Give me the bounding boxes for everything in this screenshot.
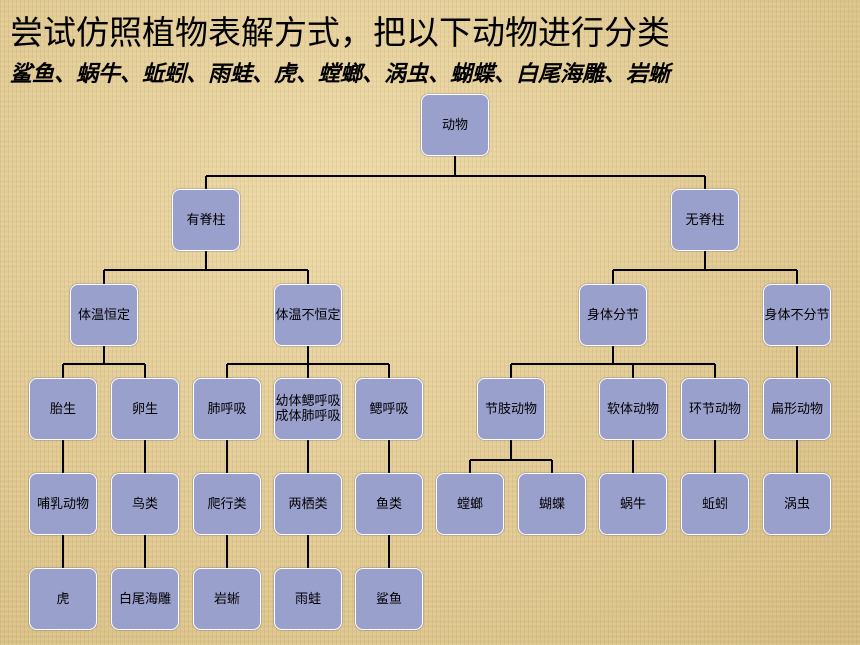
node-lung-breathing: 肺呼吸 [193, 378, 261, 440]
node-gill-breathing: 鳃呼吸 [355, 378, 423, 440]
node-flatworm: 扁形动物 [763, 378, 831, 440]
node-snail: 蜗牛 [599, 473, 667, 535]
node-annelid: 环节动物 [681, 378, 749, 440]
node-segmented-body: 身体分节 [579, 284, 647, 346]
node-reptile: 爬行类 [193, 473, 261, 535]
node-fish: 鱼类 [355, 473, 423, 535]
node-bird: 鸟类 [111, 473, 179, 535]
node-butterfly: 蝴蝶 [518, 473, 586, 535]
node-amphibian: 两栖类 [274, 473, 342, 535]
node-unsegmented-body: 身体不分节 [763, 284, 831, 346]
node-tiger: 虎 [29, 568, 97, 630]
page-title: 尝试仿照植物表解方式，把以下动物进行分类 [10, 13, 670, 52]
node-invertebrate: 无脊柱 [671, 189, 739, 251]
node-warm-blooded: 体温恒定 [70, 284, 138, 346]
node-earthworm: 蚯蚓 [681, 473, 749, 535]
node-mollusk: 软体动物 [599, 378, 667, 440]
node-vertebrate: 有脊柱 [172, 189, 240, 251]
node-cold-blooded: 体温不恒定 [274, 284, 342, 346]
node-gill-then-lung: 幼体鳃呼吸 成体肺呼吸 [274, 378, 342, 440]
node-shark: 鲨鱼 [355, 568, 423, 630]
node-rock-lizard: 岩蜥 [193, 568, 261, 630]
node-tree-frog: 雨蛙 [274, 568, 342, 630]
node-oviparous: 卵生 [111, 378, 179, 440]
node-animal: 动物 [421, 94, 489, 156]
node-arthropod: 节肢动物 [477, 378, 545, 440]
node-mammal: 哺乳动物 [29, 473, 97, 535]
node-planarian: 涡虫 [763, 473, 831, 535]
node-viviparous: 胎生 [29, 378, 97, 440]
node-white-tailed-eagle: 白尾海雕 [111, 568, 179, 630]
node-mantis: 螳螂 [436, 473, 504, 535]
animal-list-subtitle: 鲨鱼、蜗牛、蚯蚓、雨蛙、虎、螳螂、涡虫、蝴蝶、白尾海雕、岩蜥 [10, 62, 671, 87]
